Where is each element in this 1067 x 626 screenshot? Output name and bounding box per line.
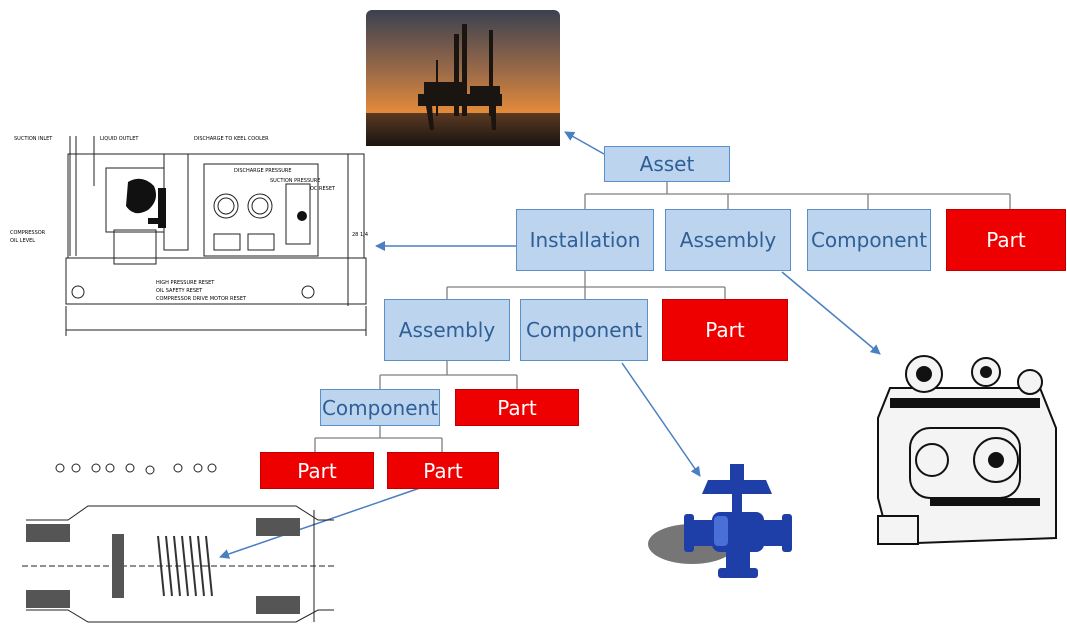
node-component-top: Component — [807, 209, 931, 271]
label-oc-reset: OC RESET — [310, 186, 336, 192]
label-liquid-outlet: LIQUID OUTLET — [100, 136, 139, 142]
valve-cross-section — [22, 463, 334, 623]
label-suction-pressure: SUCTION PRESSURE — [270, 178, 320, 184]
refrigeration-unit-drawing: SUCTION INLET LIQUID OUTLET DISCHARGE TO… — [10, 136, 368, 336]
arrow-part-to-section — [219, 487, 421, 559]
node-part-mid: Part — [662, 299, 788, 361]
node-asset: Asset — [604, 146, 730, 182]
label-compressor: COMPRESSOR — [10, 230, 46, 236]
node-assembly-mid: Assembly — [384, 299, 510, 361]
arrow-assembly-to-compressor — [781, 271, 881, 355]
label-oil-level: OIL LEVEL — [10, 238, 35, 244]
arrow-asset-to-rig — [564, 131, 605, 155]
compressor-illustration — [877, 355, 1057, 546]
node-part-low: Part — [455, 389, 579, 426]
label-motor-reset: COMPRESSOR DRIVE MOTOR RESET — [156, 296, 247, 302]
node-part-top: Part — [946, 209, 1066, 271]
label-discharge-pressure: DISCHARGE PRESSURE — [234, 168, 292, 174]
label-oil-safety: OIL SAFETY RESET — [156, 288, 203, 294]
node-component-mid: Component — [520, 299, 648, 361]
node-part-bottom-1: Part — [260, 452, 374, 489]
label-hp-reset: HIGH PRESSURE RESET — [156, 280, 215, 286]
node-assembly-top: Assembly — [665, 209, 791, 271]
tree-connectors — [314, 181, 1011, 452]
node-part-bottom-2: Part — [387, 452, 499, 489]
node-component-low: Component — [320, 389, 440, 426]
label-dimension: 28 1/4 — [352, 232, 368, 238]
node-installation: Installation — [516, 209, 654, 271]
oil-rig-photo — [366, 10, 560, 146]
label-discharge-keel: DISCHARGE TO KEEL COOLER — [194, 136, 269, 142]
arrow-component-to-valve — [621, 362, 701, 477]
label-suction-inlet: SUCTION INLET — [14, 136, 53, 142]
control-valve — [648, 464, 792, 578]
